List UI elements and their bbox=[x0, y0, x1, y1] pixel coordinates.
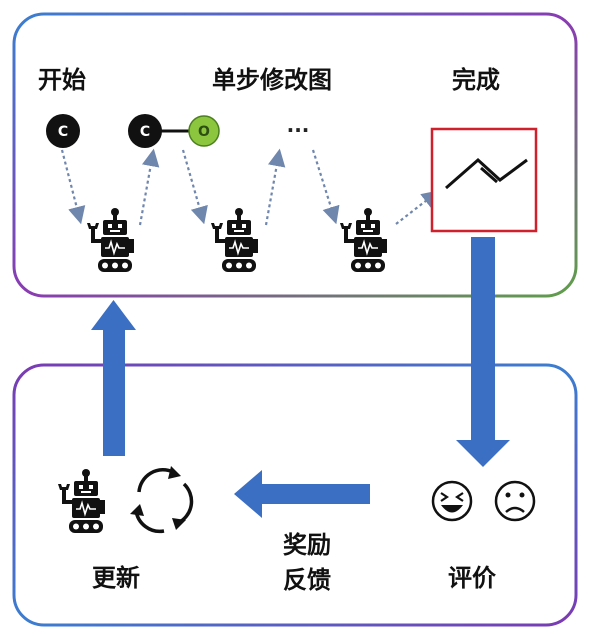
butene-skeletal-structure bbox=[445, 157, 528, 190]
refresh-cycle-icon bbox=[130, 466, 194, 534]
carbon-atom-start: C bbox=[46, 114, 80, 148]
top-panel bbox=[12, 12, 578, 298]
bottom-panel bbox=[12, 363, 578, 627]
sad-face-icon bbox=[494, 480, 536, 522]
label-single-step: 单步修改图 bbox=[212, 66, 332, 94]
feedback-arrow bbox=[234, 470, 370, 518]
dashed-arrow bbox=[311, 149, 340, 225]
label-evaluate: 评价 bbox=[448, 564, 497, 592]
happy-face-icon bbox=[431, 480, 473, 522]
label-start: 开始 bbox=[38, 66, 86, 94]
dashed-arrow bbox=[138, 148, 160, 226]
label-feedback: 反馈 bbox=[283, 566, 331, 594]
label-complete: 完成 bbox=[452, 66, 500, 94]
carbon-label: C bbox=[140, 124, 150, 140]
carbon-oxygen-molecule: C O bbox=[128, 114, 220, 148]
label-reward: 奖励 bbox=[283, 531, 331, 559]
robot-icon bbox=[210, 207, 259, 273]
step-arrows bbox=[60, 148, 440, 226]
robot-icon bbox=[339, 207, 388, 273]
dashed-arrow bbox=[181, 149, 208, 225]
oxygen-label: O bbox=[198, 124, 210, 140]
ellipsis: ... bbox=[287, 113, 310, 137]
result-molecule-box bbox=[430, 127, 538, 233]
dashed-arrow bbox=[395, 190, 440, 225]
robot-icon bbox=[57, 468, 106, 534]
carbon-label: C bbox=[58, 124, 68, 140]
up-arrow bbox=[91, 300, 136, 456]
down-arrow bbox=[456, 237, 510, 467]
label-update: 更新 bbox=[92, 564, 140, 592]
dashed-arrow bbox=[264, 148, 286, 226]
robot-icon bbox=[86, 207, 135, 273]
dashed-arrow bbox=[60, 149, 86, 225]
